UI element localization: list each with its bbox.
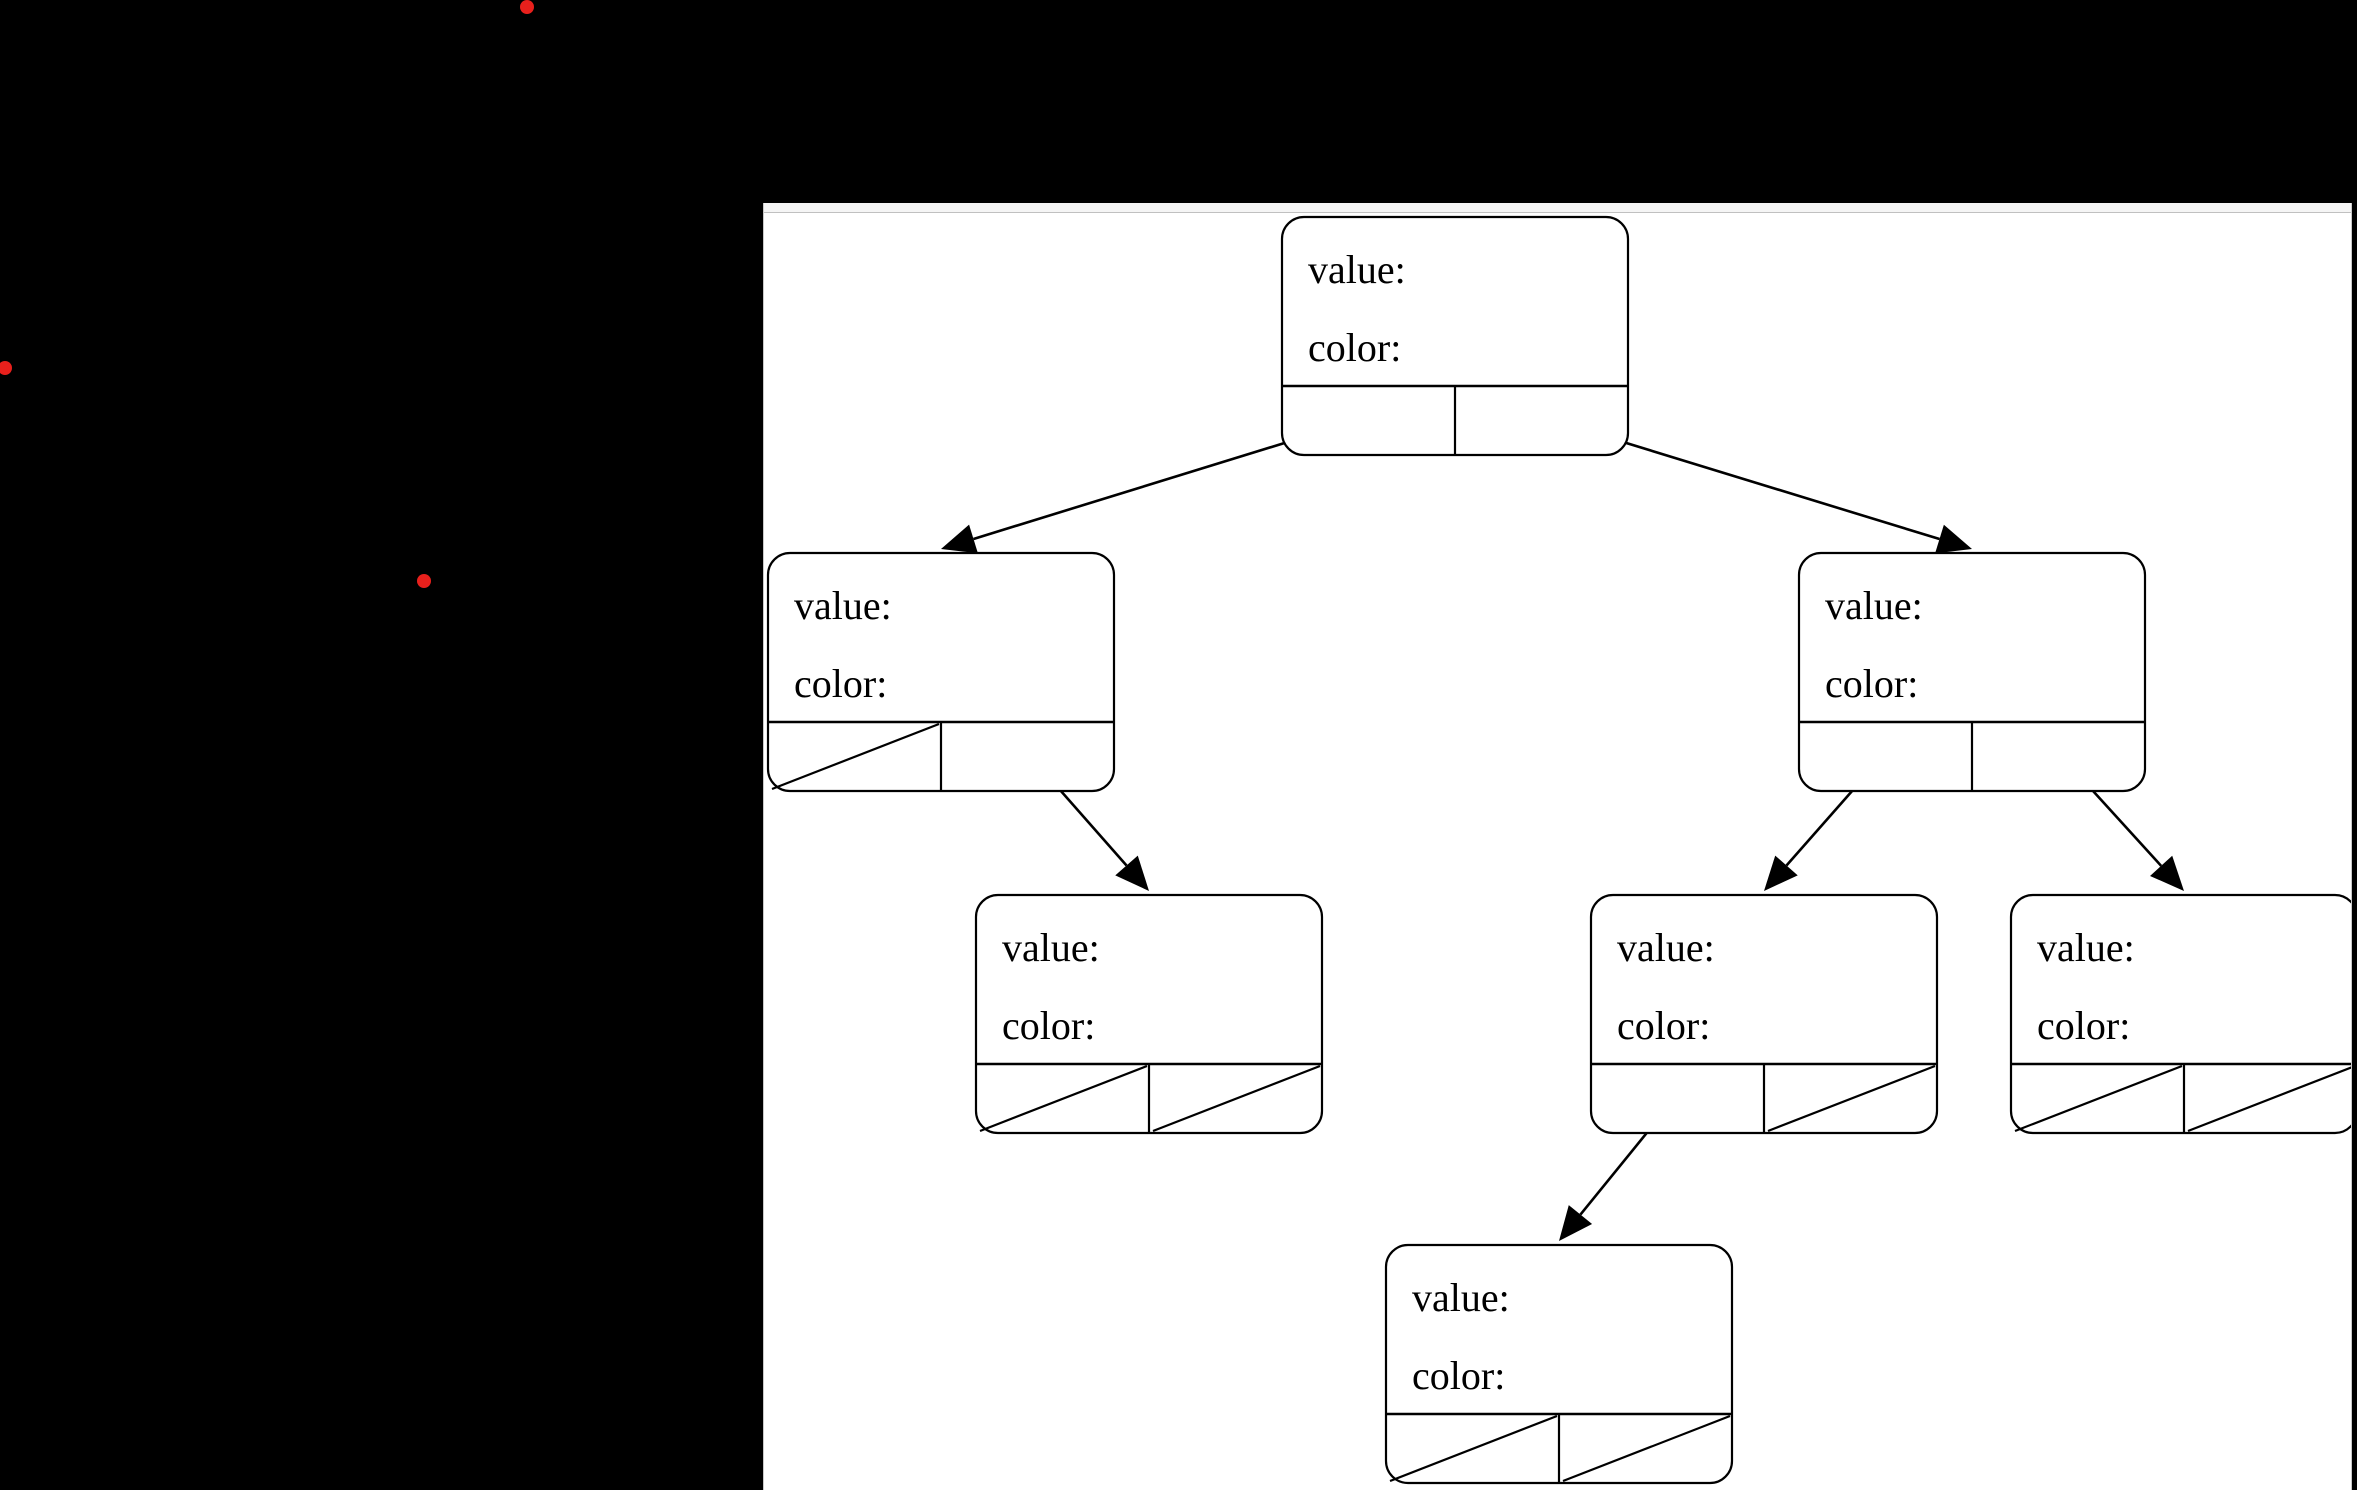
diagram-viewer-panel[interactable]: value:color:value:color:value:color:valu… — [763, 203, 2352, 1490]
node-value-label: value: — [1617, 925, 1715, 970]
arrow-head-icon — [1559, 1205, 1593, 1241]
left-null-pointer-icon — [2014, 1064, 2183, 1133]
node-value-label: value: — [2037, 925, 2135, 970]
left-null-pointer-icon — [979, 1064, 1148, 1133]
node-color-label: color: — [1825, 661, 1918, 706]
node-value-label: value: — [1002, 925, 1100, 970]
tree-node-right-child[interactable]: value: color: — [1797, 551, 2147, 793]
arrow-head-icon — [1764, 855, 1798, 891]
arrow-head-icon — [2150, 855, 2184, 891]
node-color-label: color: — [2037, 1003, 2130, 1048]
panel-top-strip — [764, 203, 2351, 213]
node-color-label: color: — [1002, 1003, 1095, 1048]
nodes-group: value:color:value:color:value:color:valu… — [766, 215, 2352, 1485]
right-null-pointer-icon — [2187, 1066, 2351, 1133]
tree-node-left-child[interactable]: value: color: — [766, 551, 1116, 793]
tree-node-right-right-leaf[interactable]: value: color: — [2009, 893, 2352, 1135]
node-color-label: color: — [1412, 1353, 1505, 1398]
left-null-pointer-icon — [1389, 1414, 1558, 1483]
tree-diagram-canvas[interactable]: value:color:value:color:value:color:valu… — [764, 203, 2352, 1490]
node-value-label: value: — [1825, 583, 1923, 628]
tree-node-right-left[interactable]: value: color: — [1589, 893, 1939, 1135]
tree-node-left-right-leaf[interactable]: value: color: — [974, 893, 1324, 1135]
node-color-label: color: — [1617, 1003, 1710, 1048]
node-color-label: color: — [1308, 325, 1401, 370]
node-value-label: value: — [1412, 1275, 1510, 1320]
node-value-label: value: — [794, 583, 892, 628]
right-null-pointer-icon — [1562, 1414, 1731, 1483]
cursor-dot-left — [0, 361, 12, 375]
right-null-pointer-icon — [1767, 1064, 1936, 1133]
node-color-label: color: — [794, 661, 887, 706]
arrow-head-icon — [1115, 855, 1149, 891]
arrow-head-icon — [1935, 524, 1972, 554]
arrow-head-icon — [941, 524, 978, 554]
right-null-pointer-icon — [1152, 1064, 1321, 1133]
left-null-pointer-icon — [771, 722, 940, 791]
cursor-dot-middle — [417, 574, 431, 588]
node-value-label: value: — [1308, 247, 1406, 292]
tree-node-right-left-left-leaf[interactable]: value: color: — [1384, 1243, 1734, 1485]
cursor-dot-top — [520, 0, 534, 14]
tree-node-root[interactable]: value: color: — [1280, 215, 1630, 457]
